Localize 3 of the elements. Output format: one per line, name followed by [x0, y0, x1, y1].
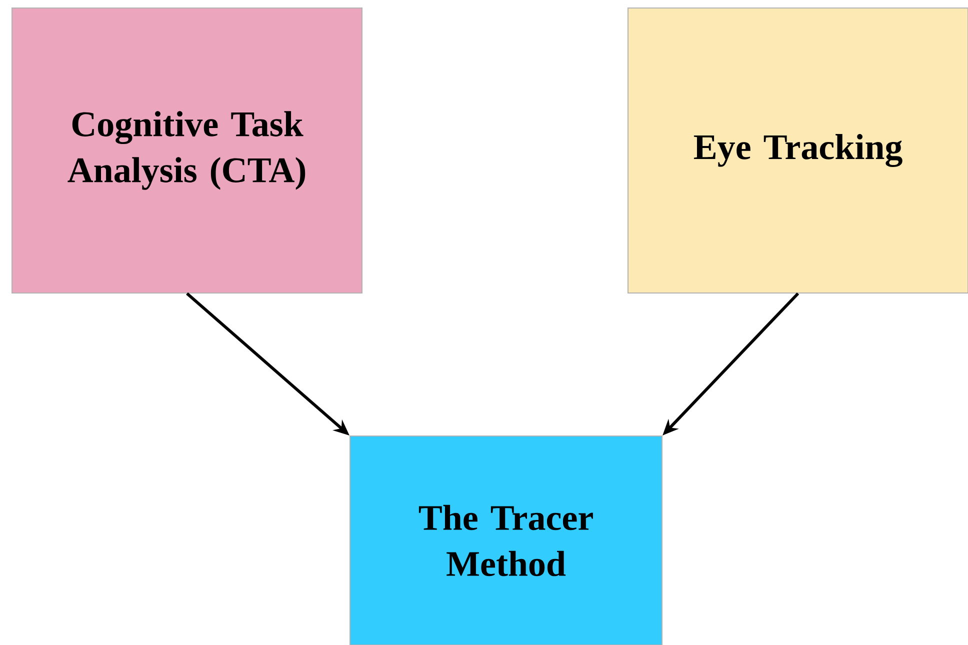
process-box: Cognitive Task Analysis (CTA) [12, 8, 362, 294]
process-box: The Tracer Method [350, 436, 662, 645]
process-box: Eye Tracking [628, 8, 968, 294]
